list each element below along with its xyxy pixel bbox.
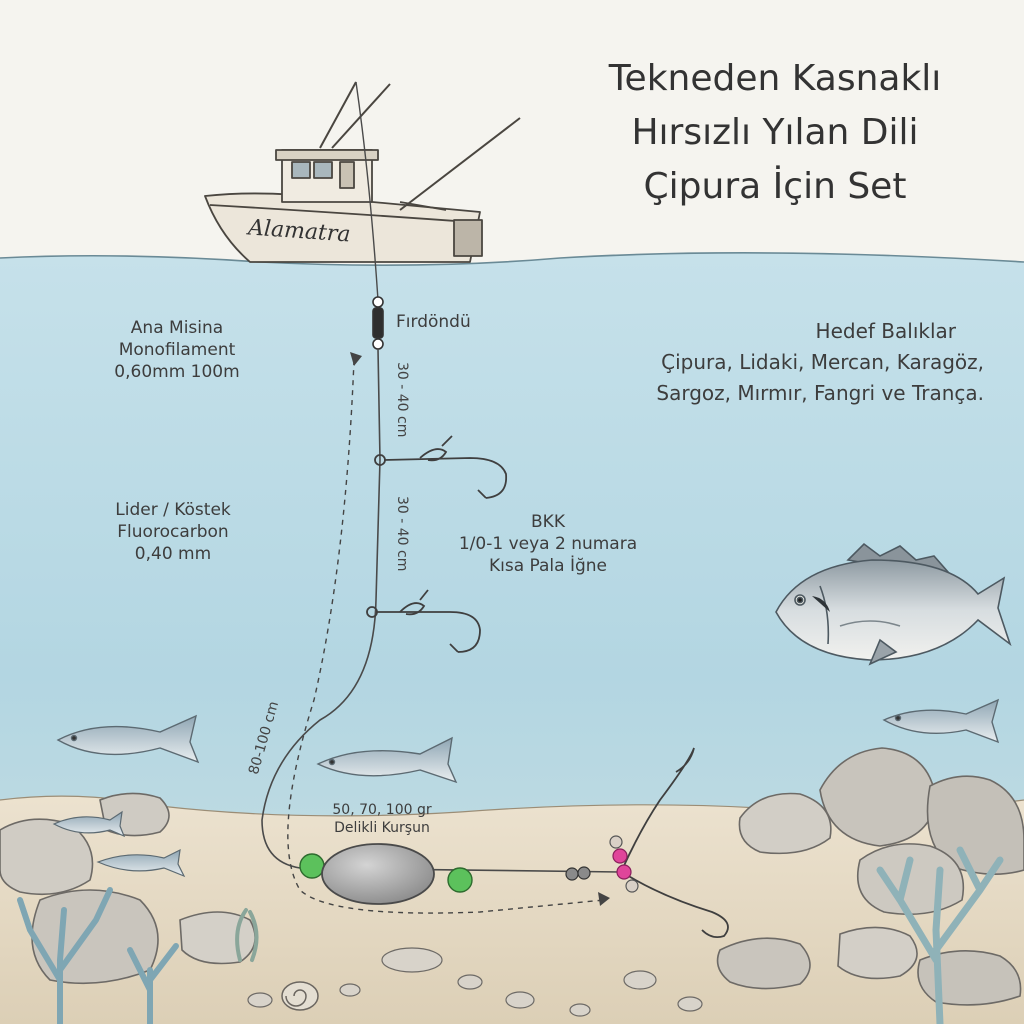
leader-line — [261, 348, 621, 873]
water-surface-line — [0, 252, 1024, 266]
target-fish-title: Hedef Balıklar — [815, 319, 956, 343]
sky — [0, 0, 1024, 262]
swivel — [372, 296, 384, 350]
target-fish-list-1: Çipura, Lidaki, Mercan, Karagöz, — [661, 350, 984, 374]
sea-bream — [775, 542, 1012, 666]
hook-label-1: BKK — [531, 512, 565, 532]
sinker-label-1: 50, 70, 100 gr — [332, 802, 432, 818]
fish-small-2 — [96, 848, 186, 878]
sinker-label-2: Delikli Kurşun — [334, 819, 430, 836]
arrow-head-top — [350, 352, 362, 366]
seaweed — [235, 908, 259, 962]
snail-shell — [281, 981, 319, 1011]
target-fish-list-2: Sargoz, Mırmır, Fangri ve Trança. — [656, 381, 984, 405]
main-line-label-3: 0,60mm 100m — [114, 361, 240, 382]
fish-right — [882, 698, 1000, 744]
sinker — [299, 843, 473, 905]
lower-spacing-label: 30 - 40 cm — [394, 496, 410, 572]
main-line-label-1: Ana Misina — [130, 318, 224, 338]
fish-small-1 — [52, 810, 126, 838]
coral-right — [876, 846, 1004, 1024]
main-line-label-2: Monofilament — [118, 339, 236, 360]
fish-left — [56, 714, 200, 764]
title-line-1: Tekneden Kasnaklı — [608, 58, 942, 99]
target-fish-label: Hedef Balıklar Çipura, Lidaki, Mercan, K… — [548, 316, 984, 409]
leader-label: Lider / Köstek Fluorocarbon 0,40 mm — [78, 500, 268, 565]
swivel-label: Fırdöndü — [396, 312, 471, 332]
leader-label-2: Fluorocarbon — [117, 521, 229, 542]
hook-label-2: 1/0-1 veya 2 numara — [458, 533, 638, 554]
title-line-3: Çipura İçin Set — [643, 166, 907, 207]
main-line-label: Ana Misina Monofilament 0,60mm 100m — [92, 318, 262, 383]
page-title: Tekneden Kasnaklı Hırsızlı Yılan Dili Çi… — [540, 52, 1010, 214]
coral-left — [17, 887, 179, 1024]
hook-label-3: Kısa Pala İğne — [488, 555, 608, 576]
fish-middle — [316, 736, 458, 784]
title-line-2: Hırsızlı Yılan Dili — [631, 112, 919, 153]
sinker-label: 50, 70, 100 gr Delikli Kurşun — [312, 802, 452, 838]
main-line — [355, 81, 379, 301]
pebbles — [247, 947, 703, 1017]
leader-label-1: Lider / Köstek — [115, 500, 231, 520]
rocks-right — [716, 747, 1024, 1006]
pink-bead-snood — [609, 747, 729, 939]
leader-length-arrow — [287, 359, 605, 914]
stopper-beads — [565, 866, 591, 881]
upper-spacing-label: 30 - 40 cm — [394, 362, 410, 438]
dropper-hook-upper — [374, 435, 508, 499]
boat — [204, 81, 521, 263]
dropper-hook-lower — [366, 589, 481, 653]
arrow-head-bottom — [598, 892, 610, 906]
leader-label-3: 0,40 mm — [134, 543, 212, 564]
hook-label: BKK 1/0-1 veya 2 numara Kısa Pala İğne — [428, 512, 668, 577]
